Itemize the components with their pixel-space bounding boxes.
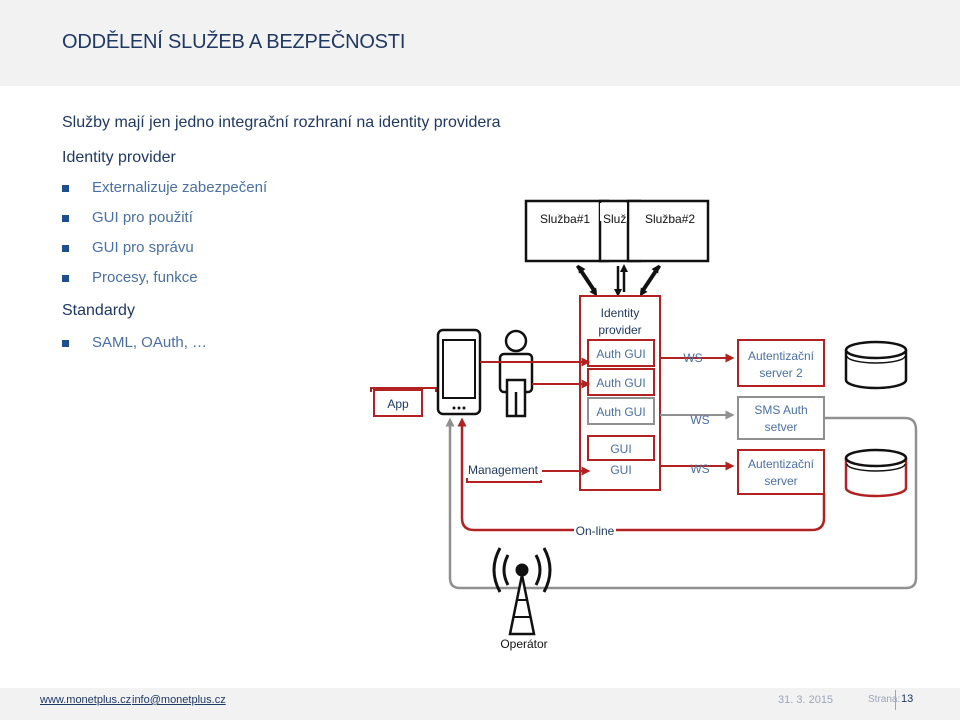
auth-gui-label-3: Auth GUI (596, 405, 645, 419)
page-title: ODDĚLENÍ SLUŽEB A BEZPEČNOSTI (62, 31, 406, 53)
auth-gui-label-2: Auth GUI (596, 376, 645, 390)
text-line-standards: Standardy (62, 302, 135, 319)
bullet-icon (62, 215, 69, 222)
auth-gui-box-2 (587, 368, 655, 396)
database-icon (844, 448, 908, 498)
bullet-icon (62, 275, 69, 282)
bullet-icon (62, 245, 69, 252)
sms-loop-line (445, 416, 918, 590)
user-icon (498, 329, 534, 418)
auth-server-2-label-2: server 2 (759, 366, 803, 380)
service-mid-label: Služ (603, 212, 626, 226)
list-item: Procesy, funkce (92, 269, 198, 286)
footer-page-label: Strana: (868, 694, 901, 705)
label-mask (600, 203, 627, 221)
auth-gui-box-3 (587, 397, 655, 425)
arrow-back-1 (577, 264, 598, 293)
online-loop-line (457, 417, 826, 532)
footer-date: 31. 3. 2015 (778, 694, 834, 706)
footer-page-number: 13 (901, 693, 914, 705)
app-box (373, 389, 423, 417)
service-1-label: Služba#1 (540, 212, 590, 226)
arrow-service2 (639, 265, 662, 297)
auth-gui-label-1: Auth GUI (596, 347, 645, 361)
arrow-service1 (575, 265, 598, 297)
idp-label-2: provider (598, 323, 641, 337)
antenna-icon (492, 547, 552, 636)
gui-label-1: GUI (610, 442, 631, 456)
auth-server-box (737, 449, 825, 495)
auth-server-2-box (737, 339, 825, 387)
online-bg (574, 522, 616, 538)
online-label: On-line (576, 524, 615, 538)
phone-icon (436, 328, 482, 416)
app-label: App (387, 397, 409, 411)
gui-label-2: GUI (610, 463, 631, 477)
service-box-2 (626, 199, 710, 263)
sms-server-label-2: setver (765, 420, 798, 434)
gui-box-1 (587, 435, 655, 461)
ws-label-1: WS (683, 351, 702, 365)
arrow-back-2 (639, 264, 660, 293)
footer-divider (895, 690, 896, 710)
app-connector (370, 387, 437, 392)
service-2-label: Služba#2 (645, 212, 695, 226)
list-item: GUI pro použití (92, 209, 193, 226)
service-box-1 (524, 199, 610, 263)
ws-label-2: WS (690, 413, 709, 427)
ws-label-3: WS (690, 462, 709, 476)
text-line-services: Služby mají jen jedno integrační rozhran… (62, 114, 501, 131)
service-boxes: Služba#1 Služ Služba#2 (524, 199, 710, 263)
service-arrows (575, 264, 662, 297)
auth-server-2-label-1: Autentizační (748, 349, 815, 363)
list-item: Externalizuje zabezpečení (92, 179, 268, 196)
management-label: Management (468, 463, 539, 477)
list-item: GUI pro správu (92, 239, 194, 256)
operator-label: Operátor (500, 637, 547, 651)
bullet-icon (62, 185, 69, 192)
idp-label-1: Identity (601, 306, 640, 320)
auth-server-label-1: Autentizační (748, 457, 815, 471)
footer-bar (0, 688, 960, 720)
header-bar (0, 0, 960, 86)
text-line-idp: Identity provider (62, 149, 176, 166)
management-bg (470, 460, 542, 480)
list-item: SAML, OAuth, … (92, 334, 208, 351)
auth-gui-box-1 (587, 339, 655, 367)
sms-server-label-1: SMS Auth (754, 403, 807, 417)
bullet-icon (62, 340, 69, 347)
auth-server-label-2: server (764, 474, 797, 488)
footer-web-link[interactable]: www.monetplus.cz (40, 694, 132, 706)
ws-connections: WS WS WS (660, 351, 735, 476)
database-icon (844, 340, 908, 390)
footer-email-link[interactable]: info@monetplus.cz (132, 694, 226, 706)
